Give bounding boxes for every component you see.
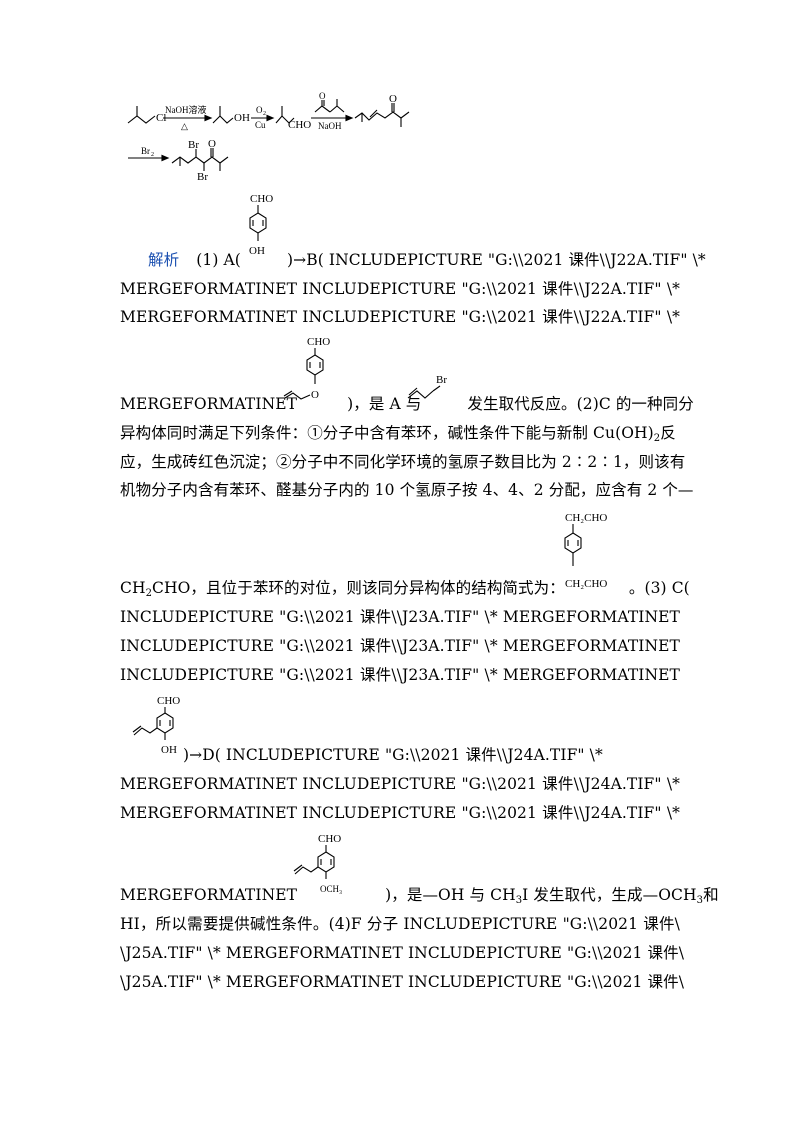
reaction-scheme-row2: Br 2 Br Br O bbox=[128, 138, 229, 183]
text-line-6: 应，生成砖红色沉淀；②分子中不同化学环境的氢原子数目比为 2∶2∶1，则该有 bbox=[120, 453, 686, 471]
reagent-heat: △ bbox=[181, 121, 188, 131]
enone-o-label: O bbox=[389, 93, 397, 105]
text-line-1: 解析 (1) A()→B( INCLUDEPICTURE "G:\\2021 课… bbox=[148, 251, 706, 269]
c-cho-label: CHO bbox=[157, 695, 180, 707]
text-line-17: \J25A.TIF" \* MERGEFORMATINET INCLUDEPIC… bbox=[120, 944, 685, 962]
reagent-naoh-solution: NaOH溶液 bbox=[165, 104, 207, 115]
text-line-16: HI，所以需要提供碱性条件。(4)F 分子 INCLUDEPICTURE "G:… bbox=[120, 915, 680, 933]
structure-d-allyl-methoxybenzaldehyde: CHO OCH₃ bbox=[293, 833, 342, 894]
reaction-scheme-row1: Cl NaOH溶液 △ OH O 2 Cu CHO O NaOH O bbox=[127, 91, 410, 131]
a-oh-label: OH bbox=[249, 245, 265, 257]
reagent-o2: O bbox=[256, 105, 263, 115]
br-top-label: Br bbox=[188, 139, 199, 151]
text-line-18: \J25A.TIF" \* MERGEFORMATINET INCLUDEPIC… bbox=[120, 973, 685, 991]
text-line-12: )→D( INCLUDEPICTURE "G:\\2021 课件\\J24A.T… bbox=[183, 746, 603, 764]
cl-label: Cl bbox=[156, 112, 166, 124]
structure-c-allyl-hydroxybenzaldehyde: CHO OH bbox=[132, 695, 180, 756]
text-line-3: MERGEFORMATINET INCLUDEPICTURE "G:\\2021… bbox=[120, 308, 680, 326]
br-bottom-label: Br bbox=[197, 171, 208, 183]
text-line-15: MERGEFORMATINET)，是—OH 与 CH3I 发生取代，生成—OCH… bbox=[120, 886, 719, 906]
structure-a-4-hydroxybenzaldehyde: CHO OH bbox=[249, 193, 273, 257]
oh-label: OH bbox=[234, 112, 250, 124]
allyl-br-label: Br bbox=[436, 374, 447, 386]
isomer-top-label: CH₂CHO bbox=[565, 512, 607, 524]
d-cho-label: CHO bbox=[318, 833, 341, 845]
isomer-bottom-label: CH₂CHO bbox=[565, 578, 607, 590]
text-line-11: INCLUDEPICTURE "G:\\2021 课件\\J23A.TIF" \… bbox=[120, 666, 680, 684]
structure-isomer-diacetaldehyde: CH₂CHO CH₂CHO bbox=[564, 512, 607, 590]
text-line-13: MERGEFORMATINET INCLUDEPICTURE "G:\\2021… bbox=[120, 775, 680, 793]
d-och3-label: OCH₃ bbox=[320, 884, 342, 894]
text-line-2: MERGEFORMATINET INCLUDEPICTURE "G:\\2021… bbox=[120, 280, 680, 298]
ketone-o-label: O bbox=[319, 91, 326, 101]
text-line-4: MERGEFORMATINET)，是 A 与发生取代反应。(2)C 的一种同分 bbox=[120, 395, 694, 413]
svg-text:2: 2 bbox=[151, 152, 154, 158]
text-line-7: 机物分子内含有苯环、醛基分子内的 10 个氢原子按 4、4、2 分配，应含有 2… bbox=[120, 481, 694, 499]
b-o-label: O bbox=[311, 389, 319, 401]
ketone-o2-label: O bbox=[208, 138, 216, 150]
structure-b-allyloxybenzaldehyde: CHO O bbox=[283, 336, 330, 401]
text-line-9: INCLUDEPICTURE "G:\\2021 课件\\J23A.TIF" \… bbox=[120, 608, 680, 626]
text-line-5: 异构体同时满足下列条件：①分子中含有苯环，碱性条件下能与新制 Cu(OH)2反 bbox=[120, 424, 676, 444]
text-line-10: INCLUDEPICTURE "G:\\2021 课件\\J23A.TIF" \… bbox=[120, 637, 680, 655]
reagent-br2: Br bbox=[141, 146, 150, 156]
reagent-cu: Cu bbox=[255, 120, 266, 130]
a-cho-label: CHO bbox=[250, 193, 273, 205]
svg-text:2: 2 bbox=[263, 111, 266, 117]
b-cho-label: CHO bbox=[307, 336, 330, 348]
reagent-naoh: NaOH bbox=[318, 121, 342, 131]
c-oh-label: OH bbox=[161, 744, 177, 756]
analysis-label: 解析 bbox=[148, 251, 180, 269]
text-line-8: CH2CHO，且位于苯环的对位，则该同分异构体的结构简式为：。(3) C( bbox=[120, 579, 690, 599]
text-line-14: MERGEFORMATINET INCLUDEPICTURE "G:\\2021… bbox=[120, 804, 680, 822]
structure-allyl-bromide: Br bbox=[407, 374, 447, 399]
cho-label: CHO bbox=[288, 119, 311, 131]
